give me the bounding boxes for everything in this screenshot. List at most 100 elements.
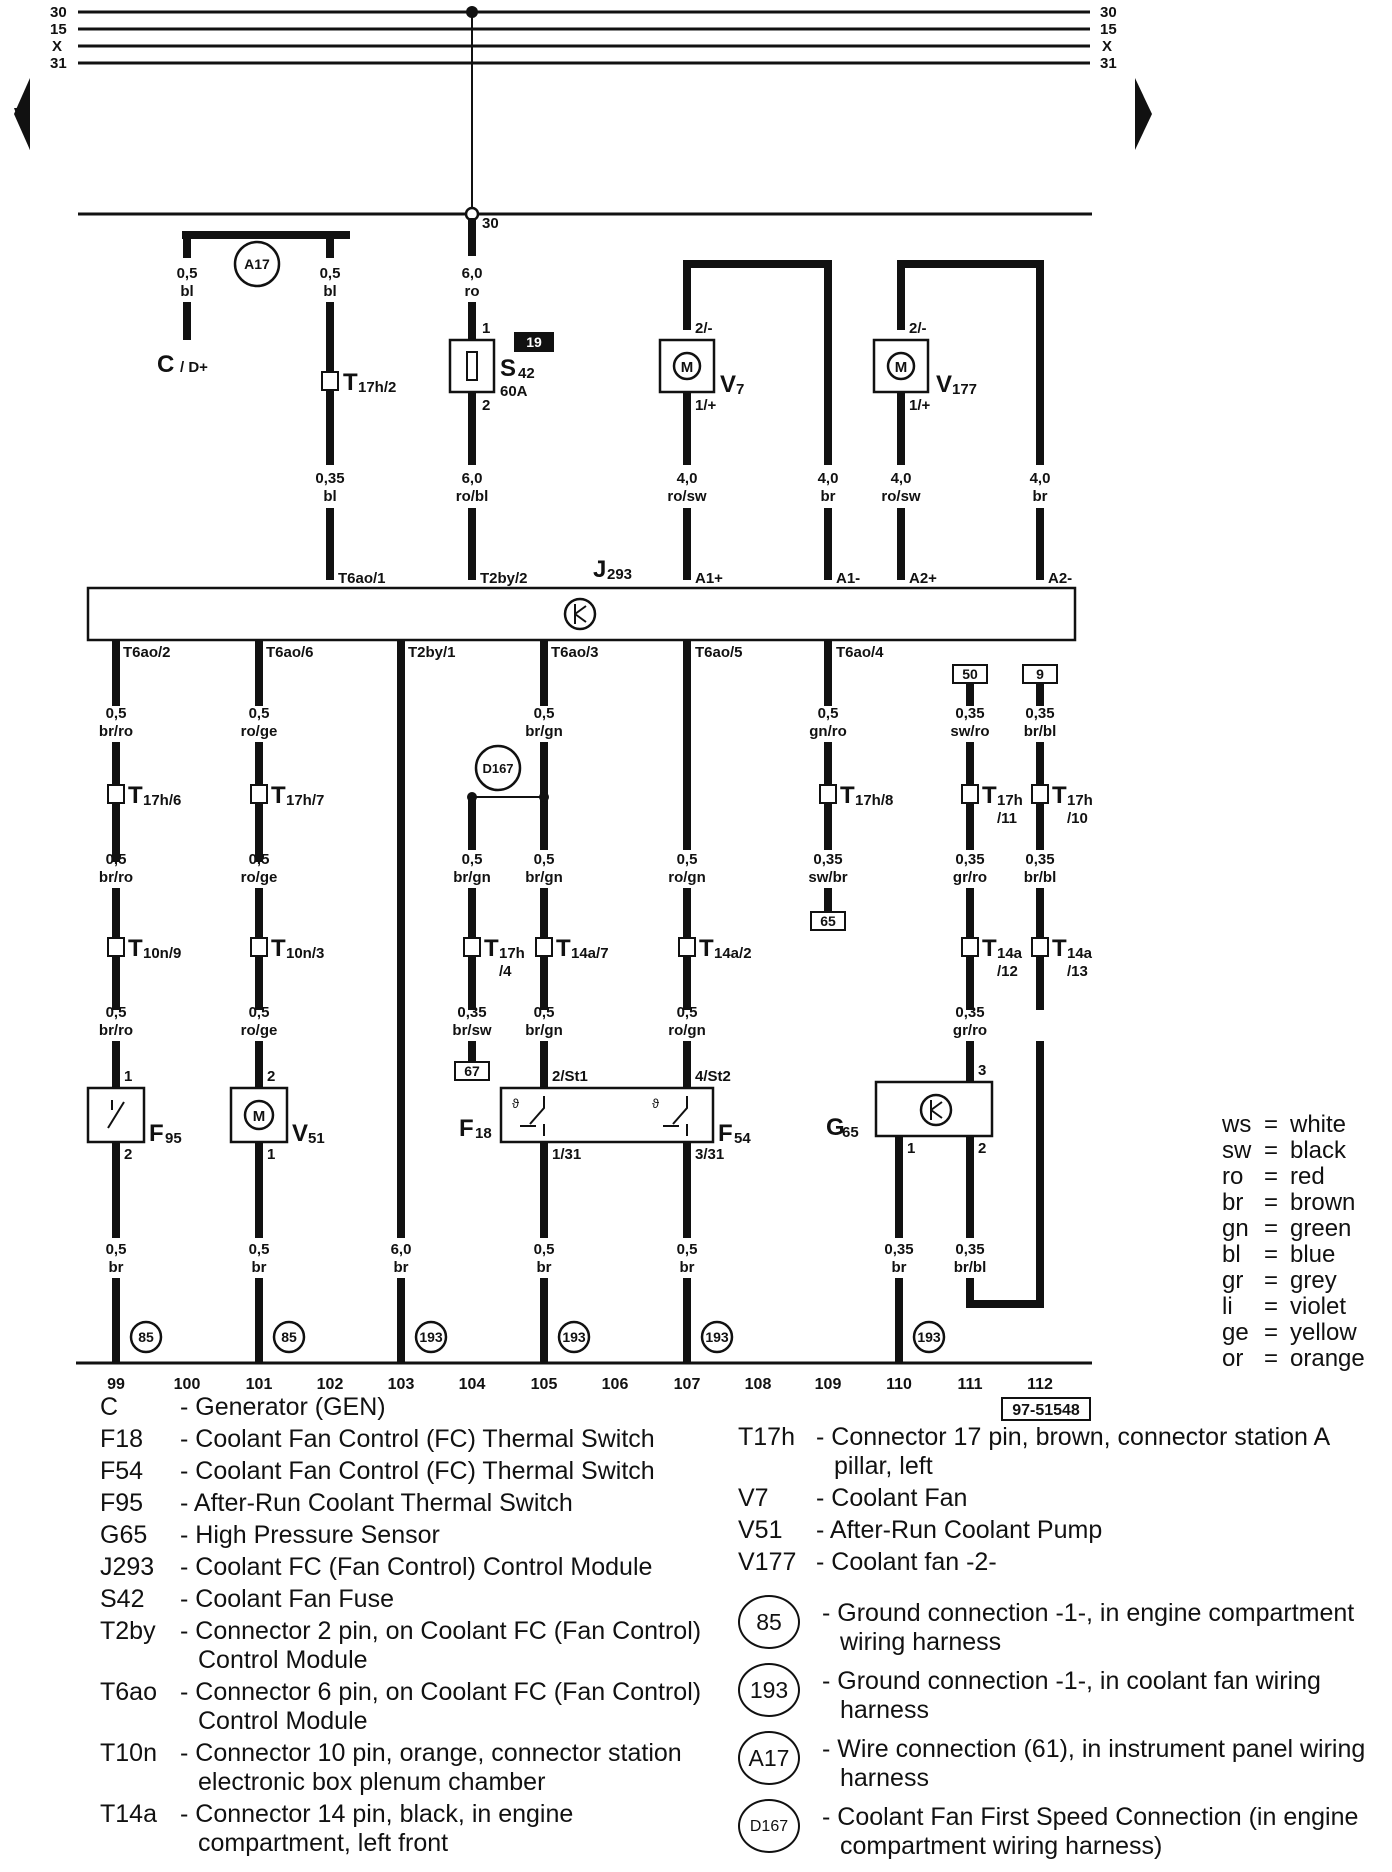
svg-text:51: 51: [308, 1130, 325, 1147]
svg-text:ro/sw: ro/sw: [667, 488, 707, 505]
legend-ground-item: D167- Coolant Fan First Speed Connection…: [738, 1799, 1378, 1861]
ground-symbol-icon: A17: [738, 1731, 800, 1785]
svg-text:T6ao/2: T6ao/2: [123, 644, 171, 661]
svg-text:1: 1: [267, 1146, 275, 1163]
svg-text:gn/ro: gn/ro: [809, 723, 847, 740]
svg-text:ro/gn: ro/gn: [668, 1022, 706, 1039]
svg-text:M: M: [895, 359, 908, 376]
color-abbr: br: [1222, 1189, 1244, 1216]
wiring-diagram: 30 15 X 31 30 15 X 31 30 A17 0,5 bl 0,5 …: [14, 4, 1152, 1421]
svg-text:br/bl: br/bl: [1024, 869, 1057, 886]
svg-text:ro: ro: [465, 283, 480, 300]
svg-text:sw/br: sw/br: [808, 869, 847, 886]
arrow-right-icon[interactable]: [1135, 78, 1152, 150]
thermal-switch-f18-f54: [499, 1086, 715, 1144]
svg-text:0,5: 0,5: [106, 1004, 127, 1021]
legend-code: F18: [100, 1425, 144, 1453]
equals-sign: =: [1264, 1345, 1279, 1372]
svg-text:T6ao/3: T6ao/3: [551, 644, 599, 661]
svg-text:0,5: 0,5: [106, 1241, 127, 1258]
svg-text:ro/gn: ro/gn: [668, 869, 706, 886]
svg-text:ro/bl: ro/bl: [456, 488, 489, 505]
svg-text:6,0: 6,0: [462, 265, 483, 282]
svg-text:1/+: 1/+: [695, 397, 717, 414]
svg-text:0,35: 0,35: [955, 705, 984, 722]
svg-text:2: 2: [978, 1140, 986, 1157]
svg-text:54: 54: [734, 1130, 751, 1147]
svg-text:0,35: 0,35: [457, 1004, 486, 1021]
svg-text:br: br: [537, 1259, 552, 1276]
svg-text:ϑ: ϑ: [652, 1096, 660, 1111]
color-name: yellow: [1290, 1319, 1357, 1346]
color-abbr: ws: [1222, 1111, 1252, 1138]
legend-desc: - Coolant FC (Fan Control) Control Modul…: [180, 1553, 653, 1581]
legend-code: C: [100, 1393, 119, 1421]
legend-desc: - Connector 14 pin, black, in engine com…: [180, 1800, 574, 1857]
svg-text:4/St2: 4/St2: [695, 1068, 731, 1085]
generator-c: C: [157, 351, 174, 378]
svg-text:0,5: 0,5: [534, 851, 555, 868]
ref-67: 67: [464, 1063, 480, 1079]
svg-text:T: T: [128, 782, 143, 809]
equals-sign: =: [1264, 1163, 1279, 1190]
bus-label-right-0: 30: [1100, 4, 1117, 21]
equals-sign: =: [1264, 1241, 1279, 1268]
svg-text:T2by/2: T2by/2: [480, 570, 528, 587]
bus-label-left-1: 15: [50, 21, 67, 38]
svg-text:0,5: 0,5: [677, 1004, 698, 1021]
color-code-row: ws=white: [1222, 1112, 1365, 1138]
svg-text:110: 110: [886, 1376, 912, 1393]
svg-text:17h/2: 17h/2: [358, 379, 396, 396]
svg-text:0,35: 0,35: [1025, 705, 1054, 722]
equals-sign: =: [1264, 1189, 1279, 1216]
legend-desc: - Wire connection (61), in instrument pa…: [822, 1735, 1366, 1792]
legend-code: V7: [738, 1484, 769, 1512]
svg-text:/10: /10: [1067, 810, 1088, 827]
svg-text:1: 1: [482, 320, 490, 337]
svg-text:102: 102: [317, 1376, 344, 1393]
svg-text:2: 2: [124, 1146, 132, 1163]
svg-text:109: 109: [815, 1376, 842, 1393]
ground-193-d: 193: [917, 1329, 941, 1345]
legend-left: C- Generator (GEN)F18- Coolant Fan Contr…: [100, 1393, 720, 1861]
legend-code: V51: [738, 1516, 783, 1544]
svg-text:99: 99: [107, 1376, 125, 1393]
ground-85-a: 85: [138, 1329, 154, 1345]
color-name: brown: [1290, 1189, 1356, 1216]
svg-text:0,35: 0,35: [955, 1004, 984, 1021]
svg-text:1/+: 1/+: [909, 397, 931, 414]
legend-desc: - Coolant Fan: [816, 1484, 968, 1512]
ground-193-b: 193: [562, 1329, 586, 1345]
svg-text:T2by/1: T2by/1: [408, 644, 456, 661]
svg-text:F: F: [718, 1120, 733, 1147]
svg-text:br/gn: br/gn: [525, 1022, 563, 1039]
svg-text:0,5: 0,5: [249, 1241, 270, 1258]
ground-symbol-icon: 193: [738, 1663, 800, 1717]
svg-text:T6ao/5: T6ao/5: [695, 644, 743, 661]
svg-text:17h/7: 17h/7: [286, 792, 324, 809]
svg-text:T: T: [271, 782, 286, 809]
svg-text:0,35: 0,35: [813, 851, 842, 868]
svg-text:/ D+: / D+: [180, 359, 208, 376]
svg-text:ro/ge: ro/ge: [241, 869, 278, 886]
svg-text:A2+: A2+: [909, 570, 937, 587]
svg-text:T: T: [1052, 782, 1067, 809]
legend-item: T6ao- Connector 6 pin, on Coolant FC (Fa…: [100, 1678, 720, 1736]
svg-text:10n/3: 10n/3: [286, 945, 324, 962]
legend-desc: - High Pressure Sensor: [180, 1521, 440, 1549]
equals-sign: =: [1264, 1215, 1279, 1242]
motor-icon: [243, 1099, 275, 1131]
legend-item: F54- Coolant Fan Control (FC) Thermal Sw…: [100, 1457, 720, 1486]
color-code-row: gr=grey: [1222, 1268, 1365, 1294]
svg-text:ro/ge: ro/ge: [241, 723, 278, 740]
legend-desc: - Generator (GEN): [180, 1393, 386, 1421]
svg-text:T: T: [982, 782, 997, 809]
arrow-left-icon[interactable]: [14, 78, 30, 150]
svg-text:100: 100: [174, 1376, 201, 1393]
equals-sign: =: [1264, 1137, 1279, 1164]
svg-text:sw/ro: sw/ro: [950, 723, 989, 740]
legend-desc: - Connector 6 pin, on Coolant FC (Fan Co…: [180, 1678, 702, 1735]
legend-item: T14a- Connector 14 pin, black, in engine…: [100, 1800, 720, 1858]
legend-code: T17h: [738, 1423, 795, 1451]
